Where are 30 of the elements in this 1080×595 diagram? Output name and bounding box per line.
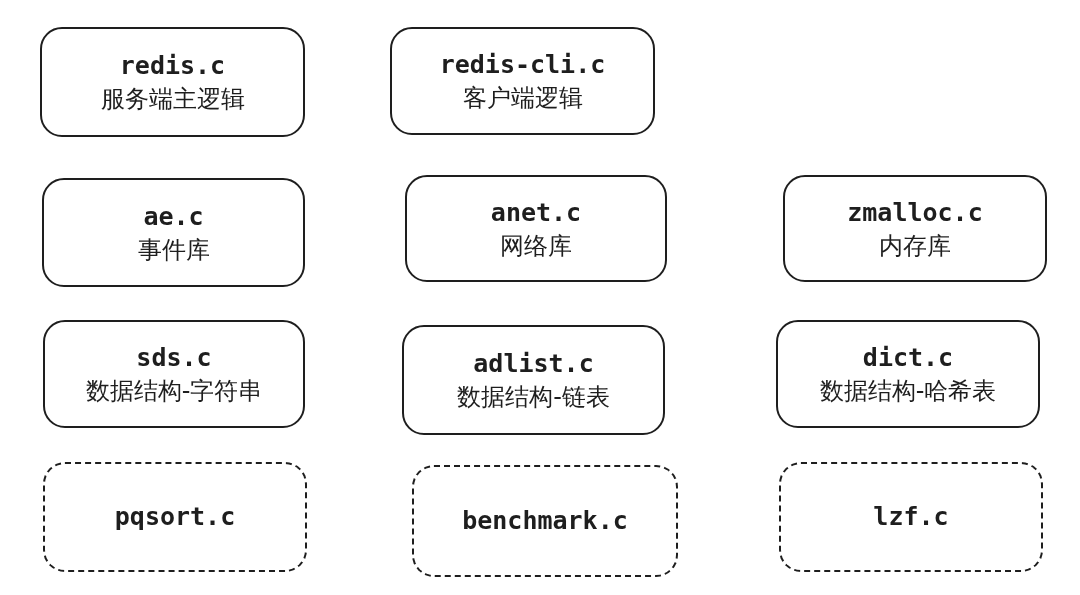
file-description: 数据结构-链表	[457, 382, 610, 413]
file-box	[779, 462, 1043, 572]
file-name: benchmark.c	[462, 505, 628, 537]
file-box	[402, 325, 665, 435]
file-name: dict.c	[862, 342, 954, 374]
file-name: zmalloc.c	[847, 196, 983, 229]
file-description: 客户端逻辑	[462, 83, 583, 114]
file-box	[405, 175, 667, 282]
file-box	[40, 27, 305, 137]
file-box	[776, 320, 1040, 428]
file-name: ae.c	[143, 200, 204, 233]
file-description: 网络库	[500, 230, 572, 262]
file-description: 服务端主逻辑	[100, 84, 245, 115]
file-box	[412, 465, 678, 577]
file-name: pqsort.c	[114, 501, 236, 533]
file-description: 数据结构-字符串	[85, 376, 263, 407]
file-box	[42, 178, 305, 287]
file-name: adlist.c	[473, 348, 594, 380]
file-box	[43, 320, 305, 428]
file-name: anet.c	[490, 196, 582, 229]
file-name: redis-cli.c	[439, 49, 606, 81]
file-description: 内存库	[879, 230, 951, 262]
file-name: redis.c	[119, 50, 226, 82]
file-box	[390, 27, 655, 135]
file-name: sds.c	[136, 342, 212, 374]
file-name: lzf.c	[873, 501, 949, 533]
file-box	[783, 175, 1047, 282]
file-description: 数据结构-哈希表	[819, 376, 997, 407]
file-description: 事件库	[137, 234, 210, 266]
file-box	[43, 462, 307, 572]
